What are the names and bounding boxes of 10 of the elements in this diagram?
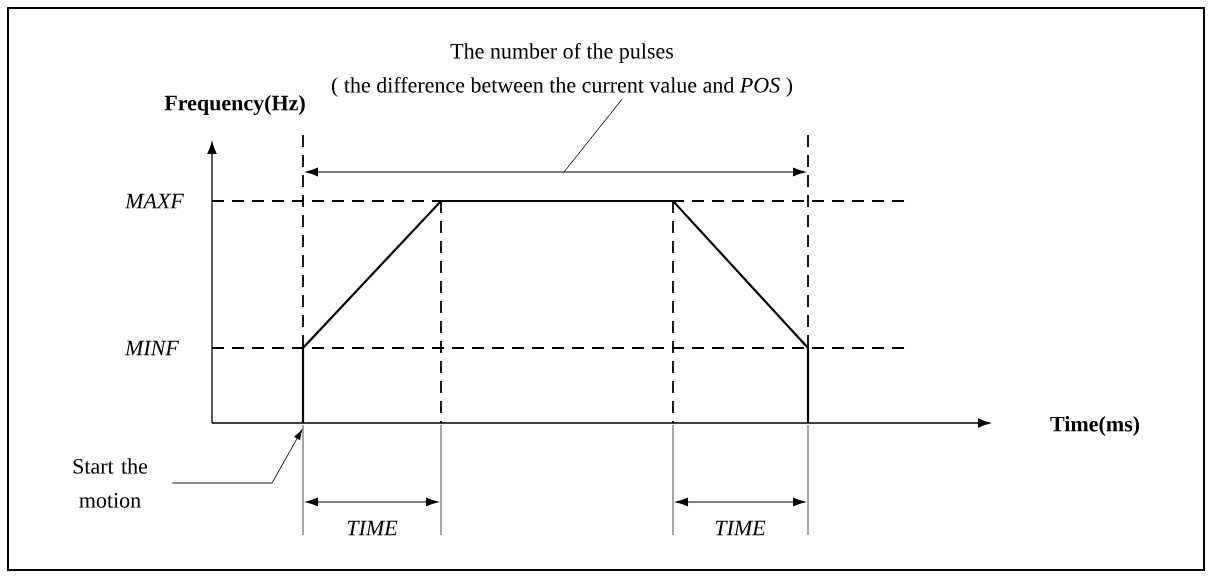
annotation-text: Start the motion — [73, 458, 148, 508]
annotation-text: The number of the pulses ( the difference between the current value and POS ) — [332, 42, 793, 98]
leader-line — [171, 429, 303, 484]
dimension-label: TIME — [715, 520, 766, 536]
level-label: MAXF — [124, 193, 184, 209]
level-label: MINF — [124, 340, 179, 356]
dimension-label: TIME — [347, 520, 398, 536]
axis-label: Frequency(Hz) — [164, 95, 305, 115]
leader-line — [563, 98, 623, 173]
axis-label: Time(ms) — [1050, 416, 1140, 436]
